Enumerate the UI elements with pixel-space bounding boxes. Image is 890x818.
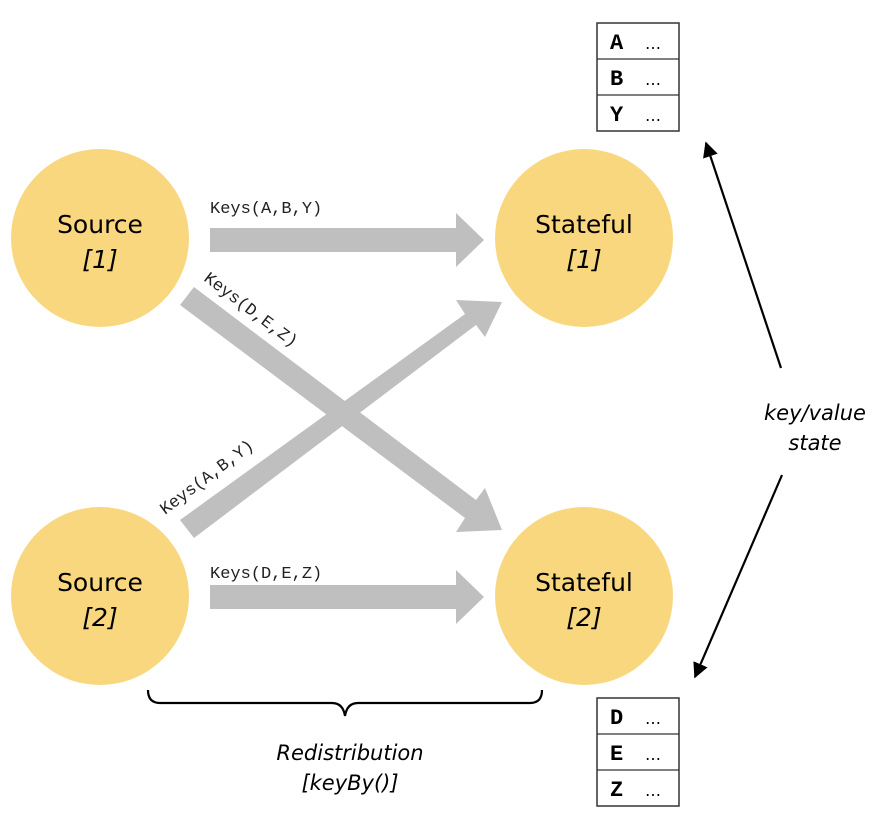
state-annotation-line2: state — [788, 431, 841, 455]
node-index: [1] — [566, 245, 601, 274]
arrow-source2-to-stateful2 — [210, 570, 484, 624]
state-value: … — [645, 745, 661, 764]
state-key: E — [610, 742, 623, 767]
table-border — [596, 22, 680, 132]
node-label: Stateful — [535, 210, 633, 239]
flow-arrows — [180, 213, 502, 624]
state-key: Z — [610, 778, 623, 803]
state-value: … — [645, 709, 661, 728]
node-source-1: Source [1] — [11, 149, 189, 327]
arrow-source2-to-stateful1 — [180, 300, 502, 538]
table-border — [596, 697, 680, 807]
node-index: [2] — [82, 603, 117, 632]
state-value: … — [645, 34, 661, 53]
node-circle — [11, 507, 189, 685]
node-index: [2] — [566, 603, 601, 632]
state-key: B — [610, 67, 623, 92]
state-value: … — [645, 106, 661, 125]
node-label: Source — [57, 568, 143, 597]
node-index: [1] — [82, 245, 117, 274]
state-arrow-down — [693, 474, 784, 679]
node-source-2: Source [2] — [11, 507, 189, 685]
arrow-source1-to-stateful1 — [210, 213, 484, 267]
state-key: A — [610, 31, 624, 56]
state-key: D — [610, 706, 623, 731]
state-key: Y — [610, 103, 624, 128]
state-annotation-line1: key/value — [764, 401, 866, 425]
state-table-bottom: D … E … Z … — [596, 697, 680, 807]
node-circle — [495, 507, 673, 685]
node-circle — [11, 149, 189, 327]
node-stateful-1: Stateful [1] — [495, 149, 673, 327]
node-label: Stateful — [535, 568, 633, 597]
redistribution-brace — [146, 689, 544, 717]
redistribution-label-line2: [keyBy()] — [301, 771, 398, 795]
node-label: Source — [57, 210, 143, 239]
state-value: … — [645, 70, 661, 89]
node-circle — [495, 149, 673, 327]
state-value: … — [645, 781, 661, 800]
redistribution-label-line1: Redistribution — [276, 741, 423, 765]
state-table-top: A … B … Y … — [596, 22, 680, 132]
state-arrow-up — [703, 141, 783, 369]
edge-label-source1-stateful1: Keys(A,B,Y) — [210, 200, 322, 219]
node-stateful-2: Stateful [2] — [495, 507, 673, 685]
edge-label-source2-stateful2: Keys(D,E,Z) — [210, 565, 322, 584]
